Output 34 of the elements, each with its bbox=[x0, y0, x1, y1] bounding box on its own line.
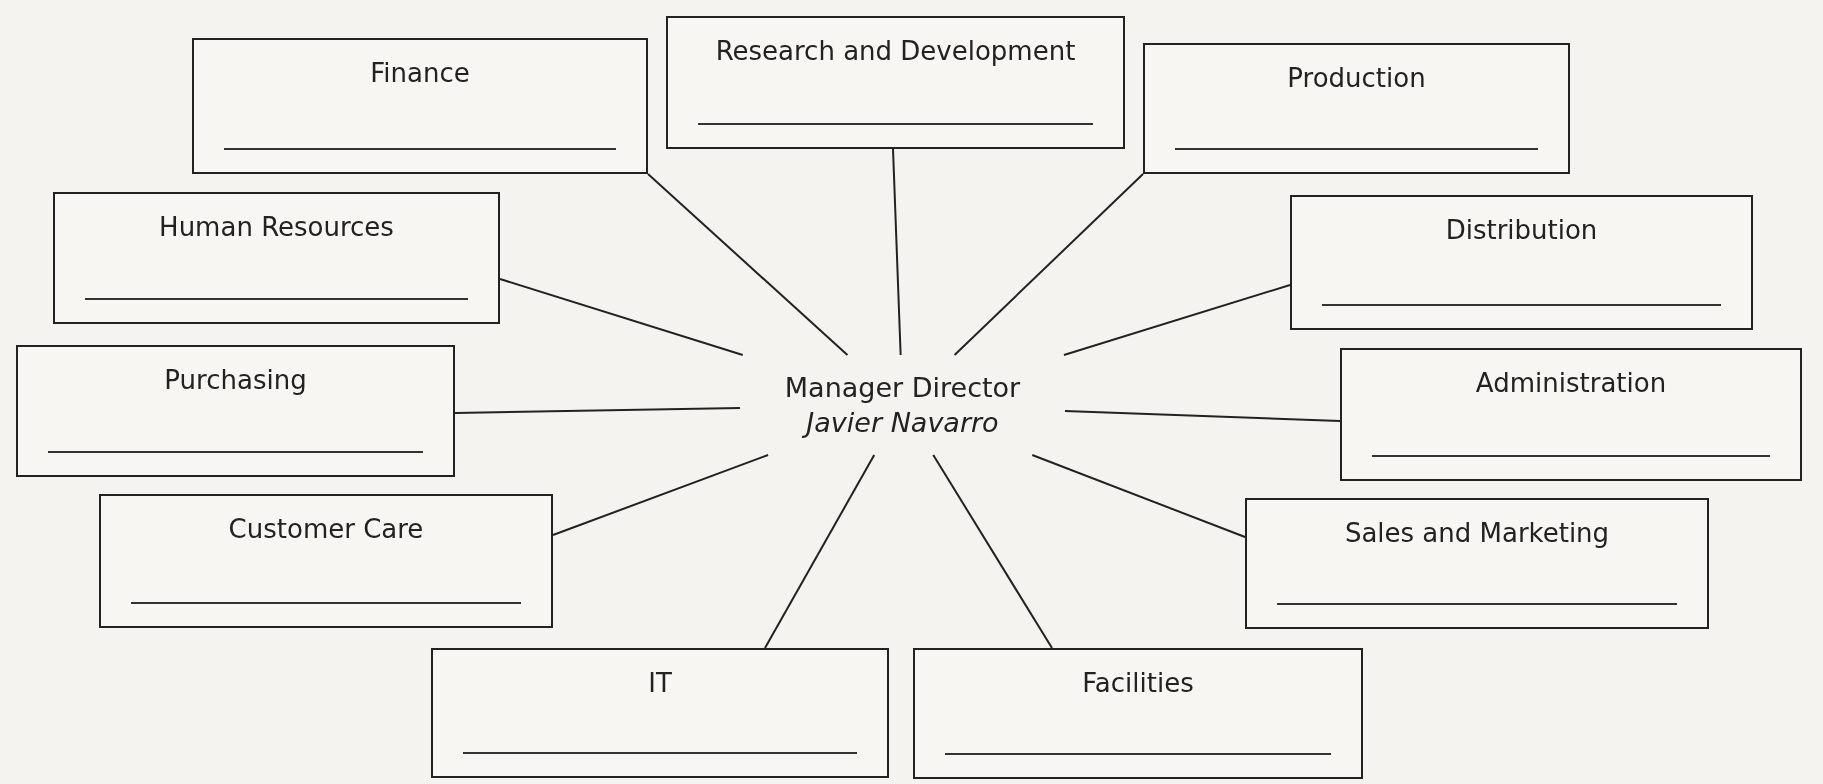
department-name: Sales and Marketing bbox=[1343, 518, 1611, 548]
role-title: Manager Director bbox=[784, 370, 1021, 405]
department-box bbox=[53, 192, 500, 324]
department-name: Administration bbox=[1474, 368, 1668, 398]
department-box bbox=[1143, 43, 1570, 174]
department-name: Research and Development bbox=[714, 36, 1077, 66]
department-box bbox=[16, 345, 455, 477]
department-name: Facilities bbox=[1081, 668, 1195, 698]
connector-line bbox=[953, 173, 1144, 356]
department-box bbox=[913, 648, 1363, 779]
department-box bbox=[1290, 195, 1753, 330]
connector-line bbox=[892, 148, 902, 356]
connector-line bbox=[1064, 409, 1341, 422]
department-box bbox=[99, 494, 553, 628]
department-name: Finance bbox=[369, 58, 471, 88]
department-box bbox=[431, 648, 889, 778]
connector-line bbox=[764, 454, 876, 649]
department-name: Distribution bbox=[1444, 215, 1599, 245]
department-box bbox=[1245, 498, 1709, 629]
department-box bbox=[192, 38, 648, 174]
connector-line bbox=[647, 173, 849, 356]
department-name: IT bbox=[647, 668, 673, 698]
connector-line bbox=[499, 278, 744, 356]
connector-line bbox=[1062, 284, 1291, 356]
connector-line bbox=[454, 406, 741, 414]
department-box bbox=[666, 16, 1125, 149]
department-name: Purchasing bbox=[163, 365, 308, 395]
department-name: Customer Care bbox=[227, 514, 425, 544]
department-box bbox=[1340, 348, 1802, 481]
connector-line bbox=[552, 454, 770, 536]
department-name: Human Resources bbox=[158, 212, 395, 242]
department-name: Production bbox=[1286, 63, 1427, 93]
connector-line bbox=[932, 454, 1053, 649]
connector-line bbox=[1031, 454, 1246, 538]
